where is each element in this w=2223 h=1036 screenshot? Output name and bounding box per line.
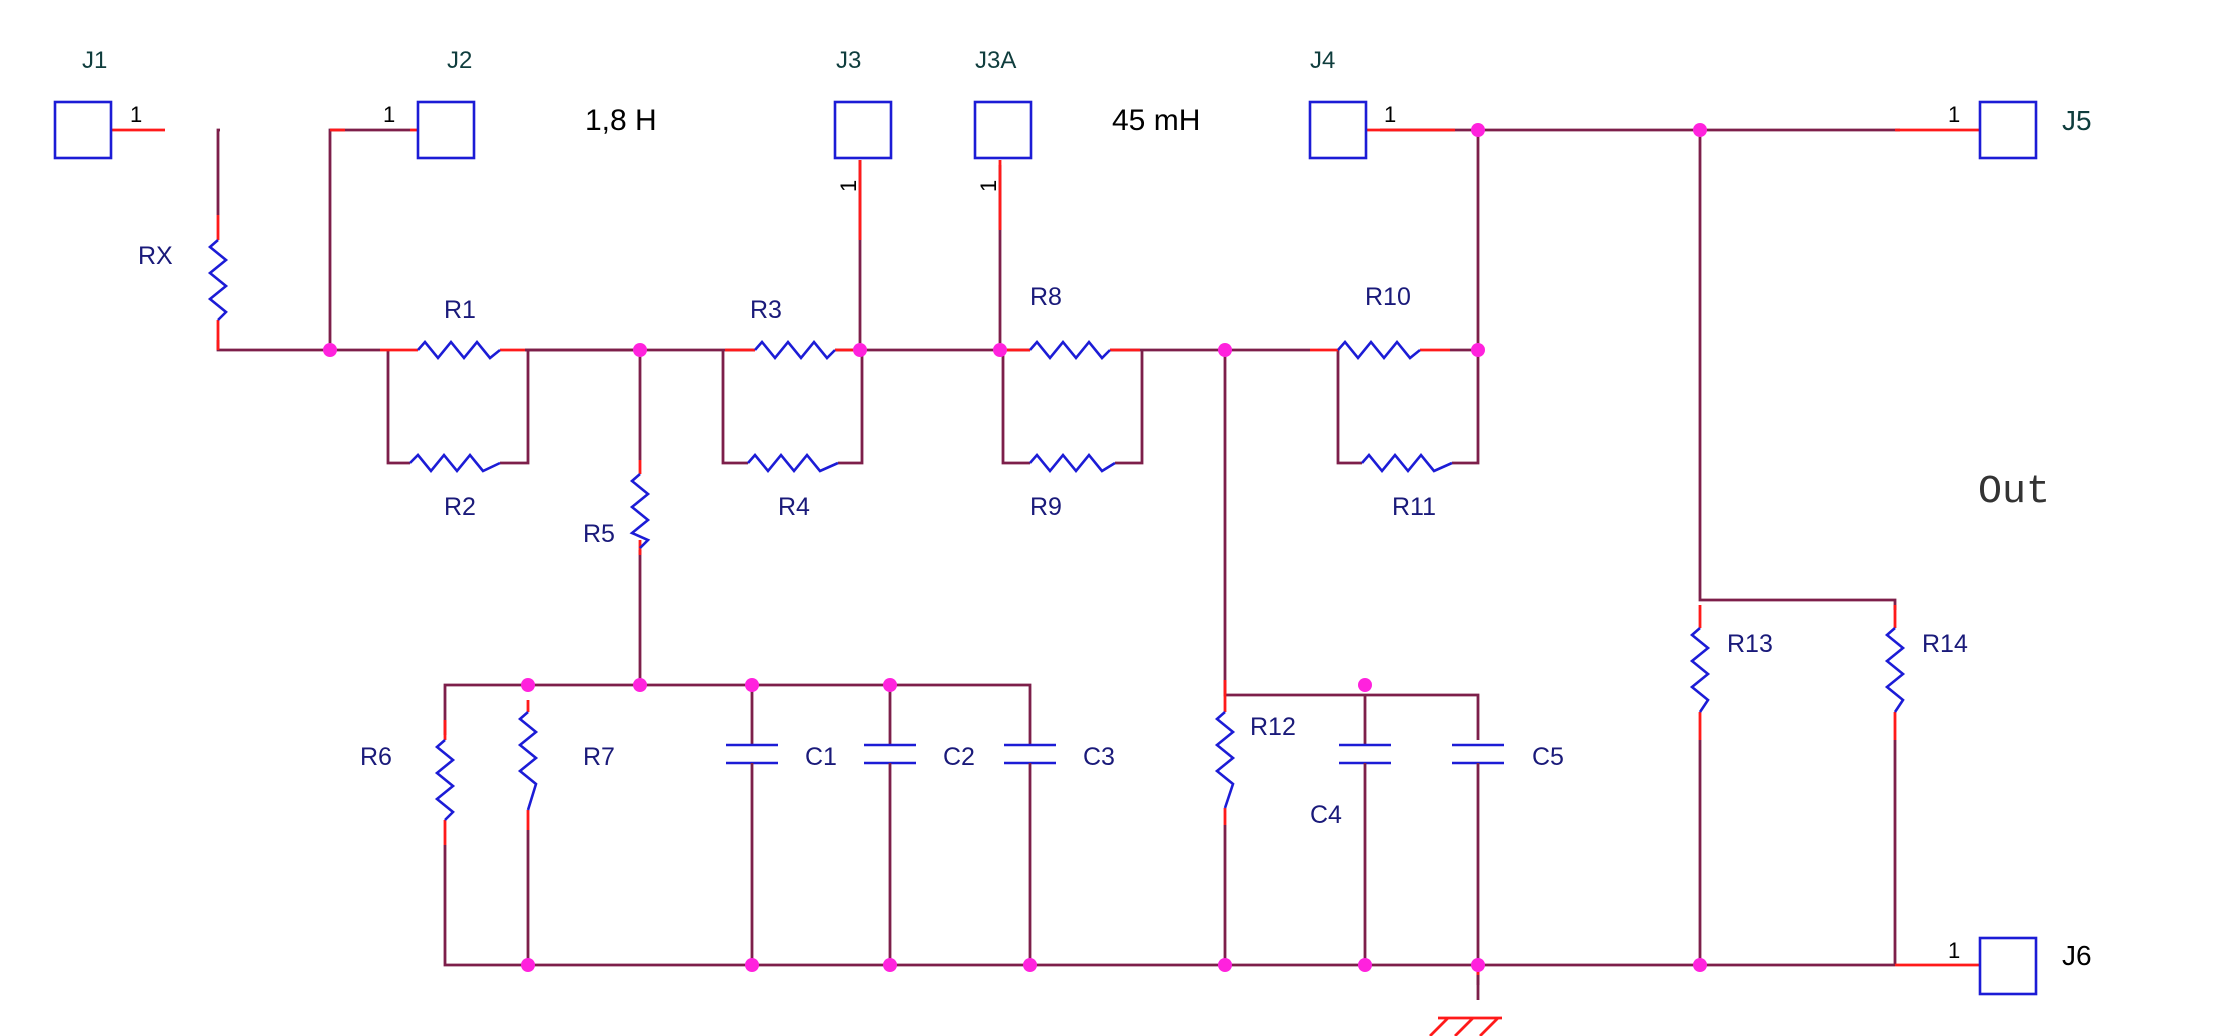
connector-j6-pin: 1 (1948, 938, 1960, 963)
resistor-r3-label: R3 (750, 296, 782, 324)
connector-j1-label: J1 (82, 47, 107, 74)
connector-j5-label: J5 (2062, 105, 2092, 136)
connector-j2-label: J2 (447, 47, 472, 74)
resistor-r8-label: R8 (1030, 283, 1062, 311)
resistor-r8[interactable]: R8 (1029, 283, 1111, 361)
resistor-r11[interactable]: R11 (1361, 452, 1453, 521)
connector-j1[interactable]: J1 1 (53, 47, 142, 160)
connector-j3-pin: 1 (836, 180, 861, 192)
resistor-r14[interactable]: R14 (1884, 627, 1968, 713)
resistor-r13-label: R13 (1727, 630, 1773, 658)
resistor-r13[interactable]: R13 (1689, 627, 1773, 713)
output-label: Out (1978, 470, 2050, 515)
inductance-value-1: 1,8 H (585, 104, 657, 137)
component-leads (112, 128, 1980, 1036)
resistor-r3[interactable]: R3 (750, 296, 836, 361)
resistor-r10-label: R10 (1365, 283, 1411, 311)
resistor-r1[interactable]: R1 (417, 296, 501, 361)
capacitor-c1-label: C1 (805, 743, 837, 771)
resistor-r7-label: R7 (583, 743, 615, 771)
resistor-r10[interactable]: R10 (1337, 283, 1421, 361)
resistor-r12-label: R12 (1250, 713, 1296, 741)
capacitor-c4[interactable]: C4 (1310, 743, 1391, 829)
capacitor-c5[interactable]: C5 (1452, 743, 1564, 775)
resistor-r9-label: R9 (1030, 493, 1062, 521)
connector-j1-pin: 1 (130, 102, 142, 127)
resistor-r2-label: R2 (444, 493, 476, 521)
capacitor-c2-label: C2 (943, 743, 975, 771)
connector-j6-label: J6 (2062, 940, 2092, 971)
connector-j4-label: J4 (1310, 47, 1335, 74)
resistor-r5-label: R5 (583, 520, 615, 548)
resistor-r4[interactable]: R4 (747, 452, 839, 521)
connector-j3[interactable]: J3 1 (833, 47, 893, 192)
capacitor-c3-label: C3 (1083, 743, 1115, 771)
connector-j2[interactable]: J2 1 (383, 47, 476, 160)
resistor-r9[interactable]: R9 (1029, 452, 1116, 521)
connector-j3a-label: J3A (975, 47, 1016, 74)
connector-j4-pin: 1 (1384, 102, 1396, 127)
connector-j5-pin: 1 (1948, 102, 1960, 127)
resistor-r5[interactable]: R5 (583, 473, 651, 549)
connector-j3a[interactable]: J3A 1 (973, 47, 1033, 192)
capacitor-c3[interactable]: C3 (1004, 743, 1115, 775)
resistor-r12[interactable]: R12 (1214, 711, 1296, 809)
resistor-rx[interactable]: RX (138, 239, 229, 321)
resistor-r6-label: R6 (360, 743, 392, 771)
resistor-r6[interactable]: R6 (360, 739, 456, 821)
resistor-r14-label: R14 (1922, 630, 1968, 658)
connector-j4[interactable]: J4 1 (1308, 47, 1396, 160)
capacitor-c2[interactable]: C2 (864, 743, 975, 775)
wires (216, 128, 1900, 1000)
connector-j3-label: J3 (836, 47, 861, 74)
connector-j5[interactable]: J5 1 (1948, 100, 2092, 160)
connector-j2-pin: 1 (383, 102, 395, 127)
resistor-r7[interactable]: R7 (517, 711, 615, 811)
resistor-r4-label: R4 (778, 493, 810, 521)
resistor-r11-label: R11 (1392, 493, 1436, 521)
resistor-r2[interactable]: R2 (409, 452, 501, 521)
resistor-rx-label: RX (138, 242, 173, 270)
connector-j3a-pin: 1 (976, 180, 1001, 192)
capacitor-c4-label: C4 (1310, 801, 1342, 829)
capacitor-c5-label: C5 (1532, 743, 1564, 771)
junctions (323, 123, 1707, 972)
resistor-r1-label: R1 (444, 296, 476, 324)
inductance-value-2: 45 mH (1112, 104, 1200, 137)
capacitor-c1[interactable]: C1 (726, 743, 837, 775)
connector-j6[interactable]: J6 1 (1948, 936, 2092, 996)
